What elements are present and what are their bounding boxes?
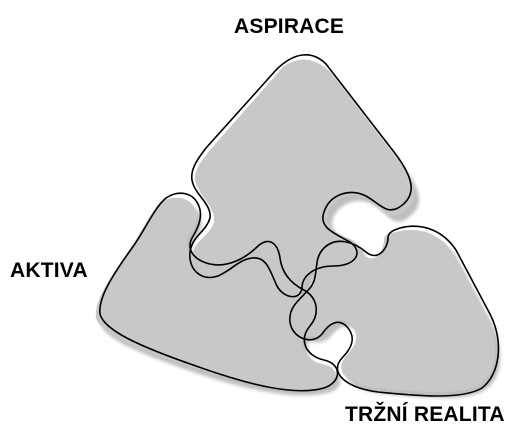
puzzle-triangle-diagram xyxy=(0,0,529,439)
